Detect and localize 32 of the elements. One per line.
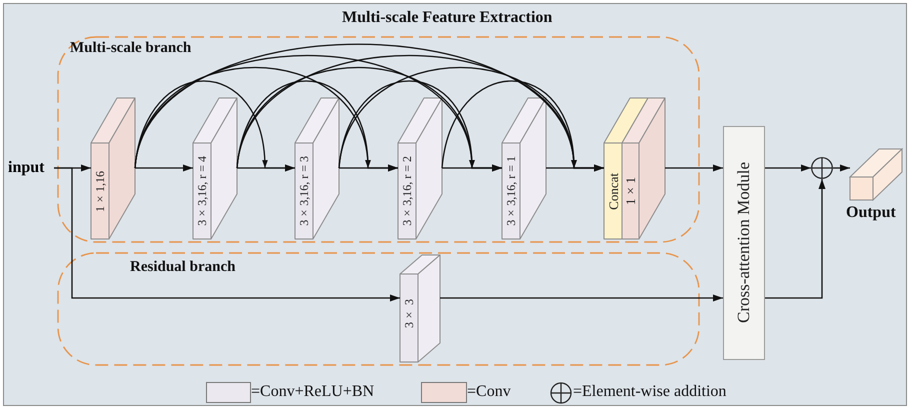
- group-label: Residual branch: [130, 259, 236, 276]
- skip-connection-arrow: [134, 80, 295, 172]
- layer-label: 3× 3: [403, 298, 415, 328]
- layer-label: 3×3,16, r = 4: [196, 156, 208, 226]
- input-label: input: [8, 158, 54, 178]
- arrow: [665, 164, 723, 172]
- legend-label: =Conv: [467, 383, 511, 401]
- skip-connection-arrow: [441, 80, 604, 172]
- arrow: [135, 164, 193, 172]
- addition-symbol: [811, 157, 833, 179]
- module-box: [723, 126, 765, 360]
- output-label: Output: [846, 204, 896, 222]
- legend-label: =Conv+ReLU+BN: [251, 383, 374, 401]
- group-label: Multi-scale branch: [70, 40, 192, 57]
- layer-label: 1×1: [624, 177, 637, 205]
- legend-label: =Element-wise addition: [573, 383, 726, 401]
- layer-label: 1×1,16: [94, 170, 106, 212]
- dashed-group-outline: [57, 252, 700, 366]
- layer-label: Concat: [606, 172, 620, 210]
- layer-label: 3×3,16, r = 3: [298, 156, 310, 226]
- arrow: [54, 167, 400, 302]
- layer-label: 3×3,16, r = 2: [401, 156, 413, 226]
- module-label: Cross-attention Module: [734, 162, 754, 324]
- arrow: [833, 164, 850, 172]
- dashed-group-outline: [57, 36, 700, 243]
- skip-connection-arrow: [236, 80, 398, 172]
- diagram-title: Multi-scale Feature Extraction: [342, 9, 552, 27]
- skip-connection-arrow: [338, 80, 502, 172]
- arrow: [440, 294, 723, 302]
- arrow: [765, 179, 826, 299]
- layer-label: 3×3,16, r = 1: [505, 156, 517, 226]
- arrow: [765, 164, 811, 172]
